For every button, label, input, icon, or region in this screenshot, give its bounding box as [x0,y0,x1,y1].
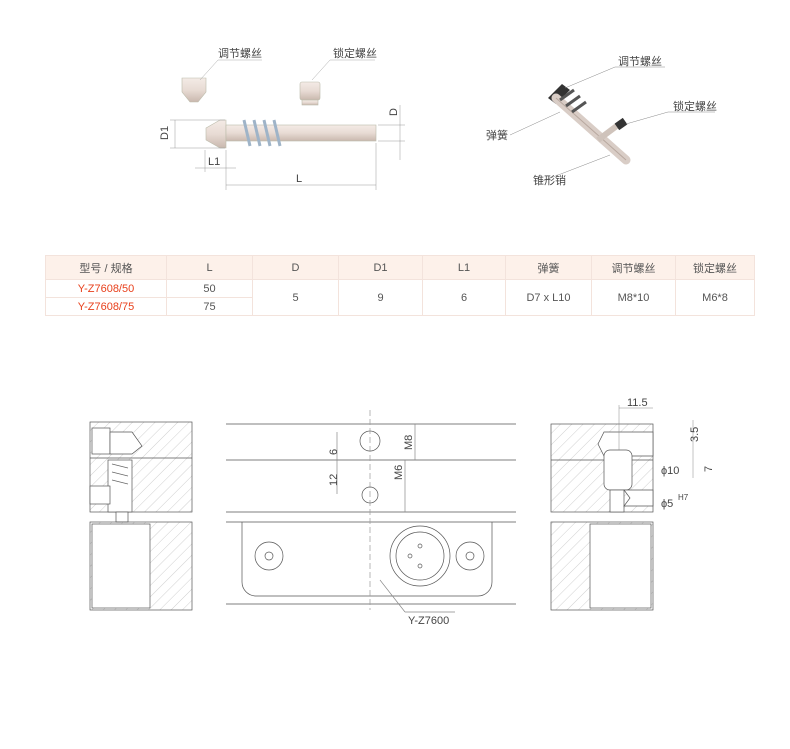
header-D: D [252,255,339,280]
dim-12: 12 [328,474,340,486]
header-L: L [166,255,253,280]
dim-L: L [296,173,302,185]
dim-m6: M6 [393,465,405,480]
model-cell[interactable]: Y-Z7608/75 [45,297,167,316]
dim-D: D [388,108,400,116]
spring-part [242,119,282,147]
section-view-dims: 11.5 3.5 ϕ10 7 ϕ5 H7 [627,397,715,510]
dim-7: 7 [703,466,715,472]
dim-D1: D1 [159,126,171,140]
front-view [226,410,516,613]
dim-3-5: 3.5 [689,427,701,442]
assembly-drawing: 调节螺丝 锁定螺丝 弹簧 锥形销 [486,55,717,187]
pin-shaft [225,124,377,142]
spring-label: 弹簧 [486,128,508,142]
table-row: Y-Z7608/50 50 5 9 6 D7 x L10 M8*10 M6*8 [45,279,755,316]
taper-pin-label: 锥形销 [533,173,566,187]
header-D1: D1 [338,255,423,280]
dim-11-5: 11.5 [627,397,648,409]
lock-screw-label: 锁定螺丝 [333,46,377,60]
dim-h7-tolerance: H7 [678,493,689,502]
pin-dimension-drawing: 调节螺丝 锁定螺丝 D1 D L1 L [159,46,405,190]
adjust-screw-label: 调节螺丝 [218,47,262,60]
D1-cell: 9 [338,279,423,316]
model-cell[interactable]: Y-Z7608/50 [45,279,167,298]
spec-table: 型号 / 规格 L D D1 L1 弹簧 调节螺丝 锁定螺丝 Y-Z7608/5… [45,255,755,316]
L-cell: 50 [166,279,253,298]
dim-phi10: ϕ10 [661,465,679,477]
adjust-screw-cell: M8*10 [591,279,676,316]
lock-screw-cell: M6*8 [675,279,755,316]
section-view-left [89,421,193,611]
adjust-screw-part [181,77,207,103]
header-model: 型号 / 规格 [45,255,167,280]
header-spring: 弹簧 [505,255,592,280]
front-view-dims: M8 M6 6 12 Y-Z7600 [328,435,449,627]
spring-cell: D7 x L10 [505,279,592,316]
L1-cell: 6 [422,279,506,316]
assembly-lock-screw-label: 锁定螺丝 [673,99,717,113]
table-row: Y-Z7608/75 75 [45,297,755,316]
D-cell: 5 [252,279,339,316]
lock-screw-part [299,81,321,101]
dim-L1: L1 [208,156,220,168]
table-header-row: 型号 / 规格 L D D1 L1 弹簧 调节螺丝 锁定螺丝 [45,255,755,280]
header-adjust-screw: 调节螺丝 [591,255,676,280]
L-cell: 75 [166,297,253,316]
part-number-label: Y-Z7600 [408,615,449,627]
section-view-right [550,405,694,611]
dim-m8: M8 [403,435,415,450]
header-lock-screw: 锁定螺丝 [675,255,755,280]
assembly-adjust-screw-label: 调节螺丝 [618,55,662,68]
header-L1: L1 [422,255,506,280]
dim-phi5: ϕ5 [661,498,673,510]
dim-6: 6 [328,449,340,455]
